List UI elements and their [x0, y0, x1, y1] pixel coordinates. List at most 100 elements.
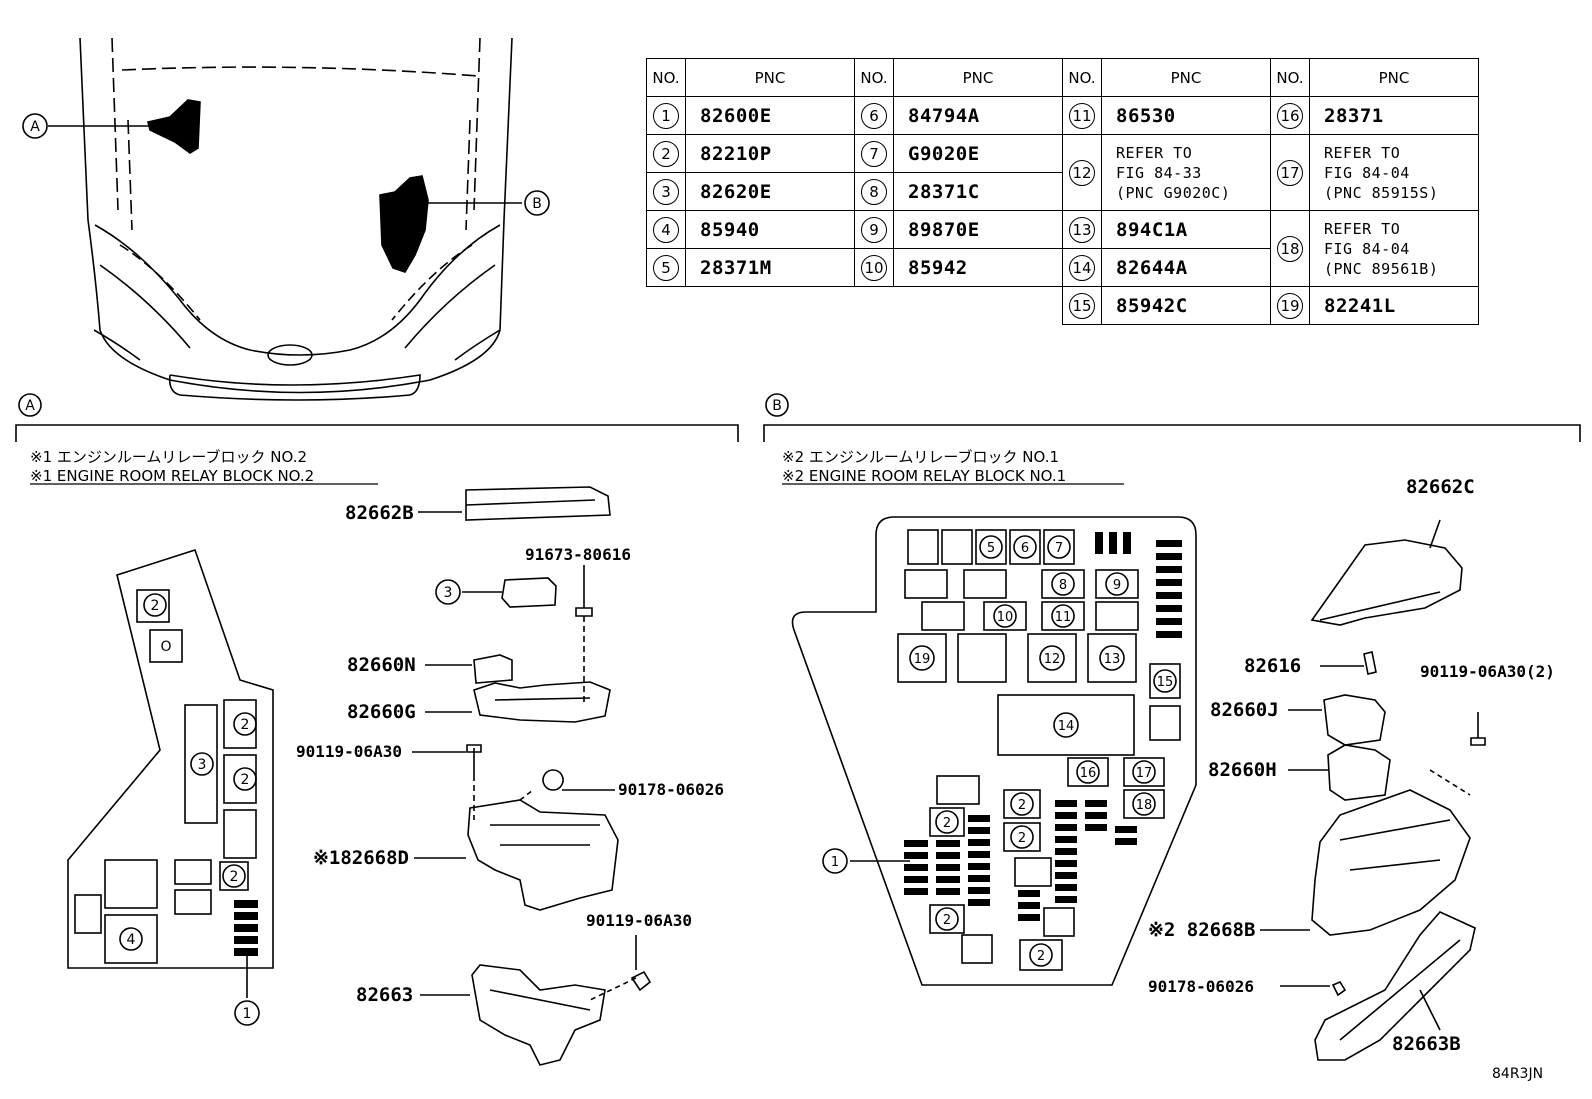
block-b-label: 13	[1104, 652, 1121, 667]
pnc-cell: 82600E	[685, 96, 855, 135]
pnc-cell: 89870E	[893, 210, 1063, 249]
block-b-label: 11	[1055, 610, 1072, 625]
ref-line: REFER TO	[1324, 143, 1401, 162]
pnc-cell: 28371	[1309, 96, 1479, 135]
item-number: 4	[653, 216, 679, 243]
part-label-90178: 90178-06026	[618, 780, 724, 799]
nut-90178-b	[1331, 980, 1347, 997]
part-label-3: 3	[444, 585, 453, 601]
pnc-cell: 85940	[685, 210, 855, 249]
relay-block-a-location	[147, 99, 201, 154]
item-number: 13	[1069, 216, 1095, 243]
block-82668d	[467, 799, 619, 911]
block-b-label: 2	[1018, 798, 1026, 813]
block-a-label: 2	[151, 598, 160, 614]
callout-b-circle	[524, 190, 550, 216]
part-label-82663: 82663	[356, 984, 413, 1006]
item-number: 17	[1277, 159, 1303, 186]
header-no-3: NO.	[1062, 58, 1102, 97]
pnc-cell: 82210P	[685, 134, 855, 173]
table-row: 1 82600E 6 84794A 11 86530 16 28371	[646, 96, 1479, 135]
pnc-cell: 82620E	[685, 172, 855, 211]
pnc-cell: 28371C	[893, 172, 1063, 211]
part-label-82663b: 82663B	[1392, 1033, 1461, 1055]
header-pnc-2: PNC	[893, 58, 1063, 97]
block-b-label: 9	[1113, 578, 1121, 593]
nut-90178	[542, 769, 564, 791]
item-number: 9	[861, 216, 887, 243]
part-label-82616: 82616	[1244, 655, 1301, 677]
section-b-title-jp: ※2 エンジンルームリレーブロック NO.1	[782, 448, 1059, 466]
header-no-4: NO.	[1270, 58, 1310, 97]
car-overview	[22, 37, 550, 401]
header-pnc-4: PNC	[1309, 58, 1479, 97]
part-label-82662b: 82662B	[345, 502, 414, 524]
block-b-label: 7	[1055, 541, 1063, 556]
item-number: 7	[861, 140, 887, 167]
block-82660g	[473, 681, 611, 723]
item-number: 19	[1277, 292, 1303, 319]
block-a-label: 2	[241, 717, 250, 733]
block-b-label: 2	[943, 913, 951, 928]
block-b-label: 18	[1136, 798, 1153, 813]
callout-a-label: A	[30, 119, 40, 135]
pnc-cell: 82644A	[1101, 248, 1271, 287]
car-outline	[79, 37, 513, 221]
ref-line: (PNC 89561B)	[1324, 259, 1439, 278]
part-label-90119-a2: 90119-06A30	[586, 911, 692, 930]
section-a-tag: A	[25, 398, 35, 414]
part-label-82660n: 82660N	[347, 654, 416, 676]
table-header-row: NO. PNC NO. PNC NO. PNC NO. PNC	[646, 58, 1479, 97]
relay-3	[501, 577, 557, 608]
section-a	[15, 393, 739, 1066]
item-number: 18	[1277, 235, 1303, 262]
block-b-label: 19	[914, 652, 931, 667]
connector-82660n	[473, 654, 513, 684]
ref-line: FIG 84-33	[1116, 163, 1202, 182]
part-label-90119-b: 90119-06A30(2)	[1420, 662, 1555, 681]
section-b-bracket	[763, 424, 1581, 442]
item-number: 11	[1069, 102, 1095, 129]
relay-block-b	[791, 516, 1197, 986]
relay-block-b-location	[379, 175, 429, 273]
item-number: 6	[861, 102, 887, 129]
block-b-label: 2	[1037, 949, 1045, 964]
pnc-cell: 82241L	[1309, 286, 1479, 325]
block-a-label: 3	[198, 757, 207, 773]
item-number: 16	[1277, 102, 1303, 129]
header-pnc-1: PNC	[685, 58, 855, 97]
relay-block-a	[67, 548, 274, 969]
block-a-label: 2	[241, 772, 250, 788]
block-b-label: 5	[987, 541, 995, 556]
table-row: 4 85940 9 89870E 13 894C1A 18 REFER TO F…	[646, 210, 1479, 287]
part-label-82668b: ※2 82668B	[1148, 919, 1255, 941]
ref-line: REFER TO	[1116, 143, 1193, 162]
section-b	[763, 393, 1581, 1061]
header-no-2: NO.	[854, 58, 894, 97]
bolt-90119-a2	[630, 935, 652, 992]
pnc-cell: 85942	[893, 248, 1063, 287]
header-pnc-3: PNC	[1101, 58, 1271, 97]
block-b-label: 6	[1021, 541, 1029, 556]
cover-82662c	[1310, 539, 1463, 626]
table-row: 3 82620E 8 28371C	[646, 172, 1479, 211]
table-row: 15 85942C 19 82241L	[647, 286, 1479, 325]
block-b-label: 14	[1058, 719, 1075, 734]
item-number: 2	[653, 140, 679, 167]
block-a-label: 1	[243, 1006, 252, 1022]
part-label-82660h: 82660H	[1208, 759, 1277, 781]
pnc-cell: G9020E	[893, 134, 1063, 173]
part-82616	[1363, 651, 1377, 675]
item-number: 10	[861, 254, 887, 281]
block-b-label: 1	[831, 855, 839, 870]
block-b-label: 17	[1136, 766, 1153, 781]
section-a-title-jp: ※1 エンジンルームリレーブロック NO.2	[30, 448, 307, 466]
table-row: 5 28371M 10 85942 14 82644A	[646, 248, 1479, 287]
block-a-label: O	[160, 639, 171, 655]
ref-line: FIG 84-04	[1324, 239, 1410, 258]
pnc-cell: 85942C	[1101, 286, 1271, 325]
item-number: 12	[1069, 159, 1095, 186]
table-row: 2 82210P 7 G9020E 12 REFER TO FIG 84-33 …	[646, 134, 1479, 211]
item-number: 1	[653, 102, 679, 129]
pnc-cell-ref-18: REFER TO FIG 84-04 (PNC 89561B)	[1309, 210, 1479, 287]
